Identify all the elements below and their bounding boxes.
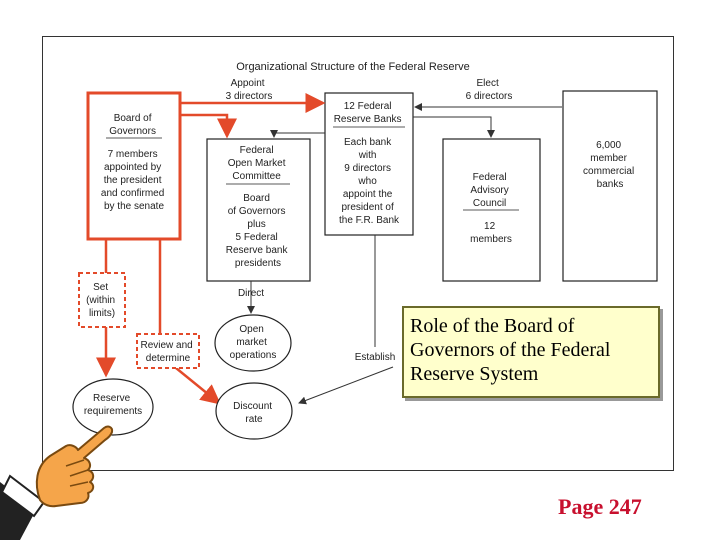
open-market-text: Open market operations bbox=[230, 324, 277, 361]
elect-label: Elect 6 directors bbox=[466, 78, 513, 102]
board-box bbox=[86, 91, 182, 241]
org-chart: Organizational Structure of the Federal … bbox=[72, 61, 658, 440]
diagram-title: Organizational Structure of the Federal … bbox=[236, 61, 470, 73]
discount-rate-ellipse bbox=[215, 382, 293, 440]
reserve-requirements-ellipse bbox=[72, 378, 154, 436]
set-text: Set (within limits) bbox=[86, 282, 118, 319]
banks-to-fomc-arrow bbox=[270, 130, 325, 138]
review-box bbox=[136, 333, 200, 369]
commercial-banks-box bbox=[562, 90, 658, 282]
fomc-box bbox=[206, 138, 311, 282]
open-market-ellipse bbox=[214, 314, 292, 372]
board-to-fomc-arrow bbox=[180, 113, 237, 139]
review-text: Review and determine bbox=[140, 340, 195, 364]
role-callout: Role of the Board of Governors of the Fe… bbox=[402, 306, 660, 398]
commercial-banks-text: 6,000 member commercial banks bbox=[583, 140, 637, 190]
banks-to-advisory-arrow bbox=[413, 116, 495, 138]
board-text: Board of Governors 7 members appointed b… bbox=[101, 113, 167, 212]
reserve-requirements-text: Reserve requirements bbox=[84, 393, 142, 417]
establish-arrow bbox=[298, 366, 394, 405]
discount-rate-text: Discount rate bbox=[233, 401, 275, 425]
appoint-label: Appoint 3 directors bbox=[226, 78, 273, 102]
establish-label: Establish bbox=[355, 352, 396, 363]
advisory-council-box bbox=[442, 138, 541, 282]
set-box bbox=[78, 272, 126, 328]
callout-text: Role of the Board of Governors of the Fe… bbox=[410, 315, 611, 385]
reserve-banks-text: 12 Federal Reserve Banks Each bank with … bbox=[334, 101, 405, 226]
diagram-frame: Organizational Structure of the Federal … bbox=[42, 36, 674, 471]
pointing-hand-icon bbox=[0, 425, 114, 540]
fomc-text: Federal Open Market Committee Board of G… bbox=[226, 145, 290, 269]
reserve-banks-box bbox=[324, 92, 414, 236]
page-number: Page 247 bbox=[558, 494, 642, 519]
advisory-council-text: Federal Advisory Council 12 members bbox=[470, 172, 512, 245]
